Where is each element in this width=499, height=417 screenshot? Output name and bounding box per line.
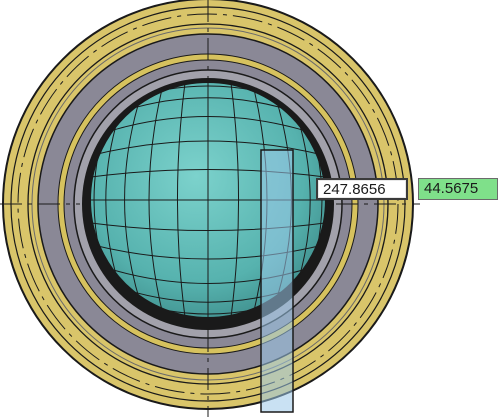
mesh-parallel — [90, 222, 326, 232]
center-lines — [0, 0, 420, 417]
mesh-parallel — [90, 243, 326, 260]
dynamic-input-angle-field[interactable]: 44.5675 — [418, 178, 498, 200]
mesh-meridian — [230, 82, 240, 318]
dynamic-input-length-field[interactable]: 247.8656 — [316, 178, 408, 200]
mesh-parallel — [90, 262, 326, 284]
selection-window — [260, 149, 294, 413]
